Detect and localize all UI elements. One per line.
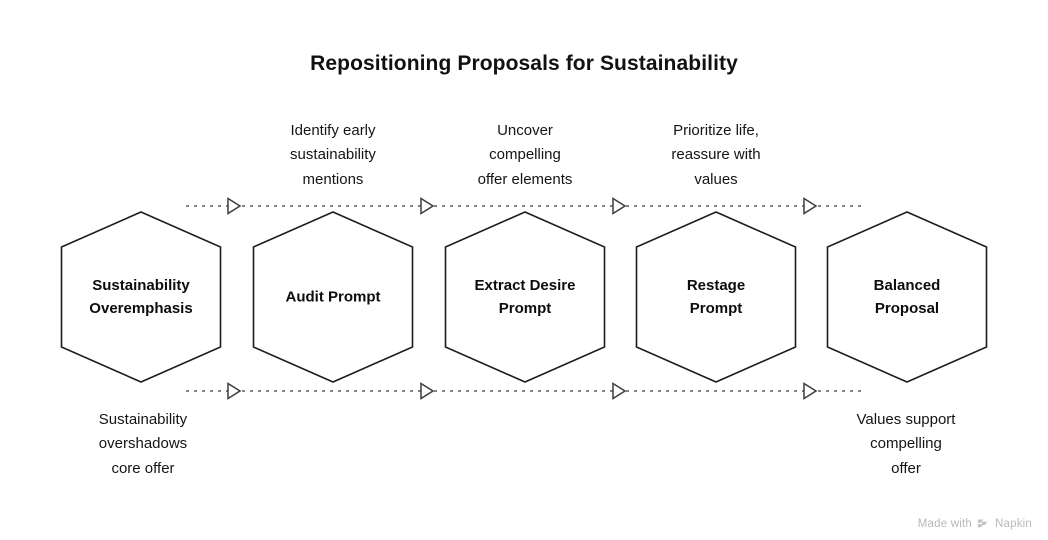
page-title: Repositioning Proposals for Sustainabili… <box>310 52 738 75</box>
bottom-rail-arrowhead-2 <box>420 382 435 400</box>
dashed-rails-group <box>186 205 862 392</box>
hexagon-sustainability-overemphasis[interactable] <box>60 211 222 383</box>
watermark-prefix: Made with <box>917 517 972 530</box>
top-rail-arrowhead-1 <box>227 197 242 215</box>
bottom-rail-arrowhead-1 <box>227 382 242 400</box>
hexagon-balanced-proposal[interactable] <box>826 211 988 383</box>
top-rail-arrowhead-4 <box>803 197 818 215</box>
arrowheads-group <box>227 197 818 400</box>
bottom-caption-sustainability-overshadows-core-offer: Sustainability overshadows core offer <box>98 411 188 477</box>
napkin-logo-icon <box>977 517 990 530</box>
top-caption-identify-early-sustainability-mentions: Identify early sustainability mentions <box>290 122 376 188</box>
top-rail-arrowhead-3 <box>612 197 627 215</box>
bottom-rail-arrowhead-3 <box>612 382 627 400</box>
hexagon-extract-desire-prompt[interactable] <box>444 211 606 383</box>
bottom-rail-arrowhead-4 <box>803 382 818 400</box>
watermark-brand: Napkin <box>995 517 1032 530</box>
hexagon-restage-prompt[interactable] <box>635 211 797 383</box>
hexagon-audit-prompt[interactable] <box>252 211 414 383</box>
top-caption-prioritize-life-reassure-with-values: Prioritize life, reassure with values <box>671 122 761 188</box>
top-rail-arrowhead-2 <box>420 197 435 215</box>
bottom-caption-values-support-compelling-offer: Values support compelling offer <box>856 411 956 477</box>
napkin-watermark: Made with Napkin <box>918 517 1032 530</box>
hexagon-nodes-group <box>60 211 988 383</box>
top-caption-uncover-compelling-offer-elements: Uncover compelling offer elements <box>477 122 573 188</box>
